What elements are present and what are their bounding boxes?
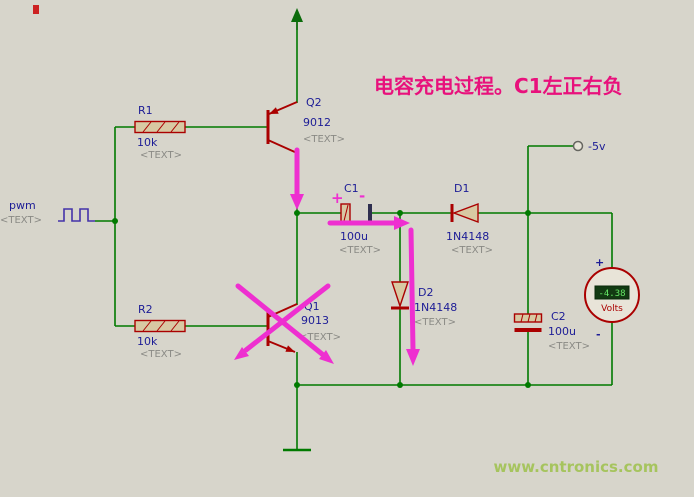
r1-value: 10k [137, 136, 158, 149]
cross-q1-stroke-a [235, 283, 325, 357]
r1-ref: R1 [138, 104, 153, 117]
c2-ref: C2 [551, 310, 566, 323]
c2-value: 100u [548, 325, 576, 338]
npn-arrow-icon [285, 345, 295, 352]
c2-text-placeholder: <TEXT> [548, 341, 590, 352]
arrow-down-d2-head [406, 349, 420, 366]
d2-text-placeholder: <TEXT> [414, 317, 456, 328]
r2-text-placeholder: <TEXT> [140, 349, 182, 360]
diode-d2[interactable]: D2 1N4148 <TEXT> [391, 281, 457, 328]
c1-text-placeholder: <TEXT> [339, 245, 381, 256]
neg5v-terminal[interactable]: -5v [572, 140, 606, 153]
cross-q1-head-b [234, 347, 249, 360]
annotations: + - 电容充电过程。C1左正右负 [234, 74, 623, 366]
voltmeter-plus: + [595, 256, 604, 269]
annotation-title: 电容充电过程。C1左正右负 [374, 74, 623, 98]
resistor-r2[interactable]: R2 10k <TEXT> [134, 303, 186, 360]
diode-d1[interactable]: D1 1N4148 <TEXT> [446, 182, 493, 256]
voltmeter-display [594, 285, 630, 300]
c1-value: 100u [340, 230, 368, 243]
power-arrow-icon[interactable] [291, 8, 303, 30]
neg5v-label: -5v [588, 140, 606, 153]
d2-value: 1N4148 [414, 301, 457, 314]
red-mark [33, 5, 39, 14]
pnp-arrow-icon [269, 107, 279, 114]
voltmeter-reading: -4.38 [598, 289, 625, 299]
c1-minus-mark: - [359, 187, 365, 205]
q2-ref: Q2 [306, 96, 322, 109]
voltmeter-unit: Volts [601, 304, 623, 314]
arrow-right-c1-head [394, 216, 410, 230]
voltmeter[interactable]: -4.38 Volts + - [584, 256, 640, 341]
d1-text-placeholder: <TEXT> [451, 245, 493, 256]
arrow-down-collector-head [290, 194, 304, 210]
pwm-text-placeholder: <TEXT> [0, 215, 42, 226]
c1-ref: C1 [344, 182, 359, 195]
c2-neg-plate [514, 328, 542, 332]
c1-neg-plate [368, 204, 372, 222]
junction-dots [112, 210, 531, 388]
pwm-generator[interactable]: pwm <TEXT> [0, 199, 95, 226]
arrow-down-d2 [408, 227, 416, 353]
d1-ref: D1 [454, 182, 469, 195]
r1-text-placeholder: <TEXT> [140, 150, 182, 161]
voltmeter-minus: - [596, 328, 601, 341]
watermark: www.cntronics.com [494, 458, 659, 476]
pwm-label: pwm [9, 199, 36, 212]
q2-text-placeholder: <TEXT> [303, 134, 345, 145]
cross-q1-head-a [319, 350, 334, 364]
d1-value: 1N4148 [446, 230, 489, 243]
q2-value: 9012 [303, 116, 331, 129]
resistor-r1[interactable]: R1 10k <TEXT> [134, 104, 186, 161]
q1-text-placeholder: <TEXT> [299, 332, 341, 343]
r2-ref: R2 [138, 303, 153, 316]
r2-value: 10k [137, 335, 158, 348]
square-wave-icon [58, 208, 95, 222]
c1-plus-mark: + [331, 189, 344, 207]
transistor-q2[interactable]: Q2 9012 <TEXT> [266, 96, 345, 154]
cross-q1-stroke-b [243, 283, 331, 353]
q1-value: 9013 [301, 314, 329, 327]
capacitor-c2[interactable]: C2 100u <TEXT> [513, 310, 590, 352]
d2-ref: D2 [418, 286, 433, 299]
